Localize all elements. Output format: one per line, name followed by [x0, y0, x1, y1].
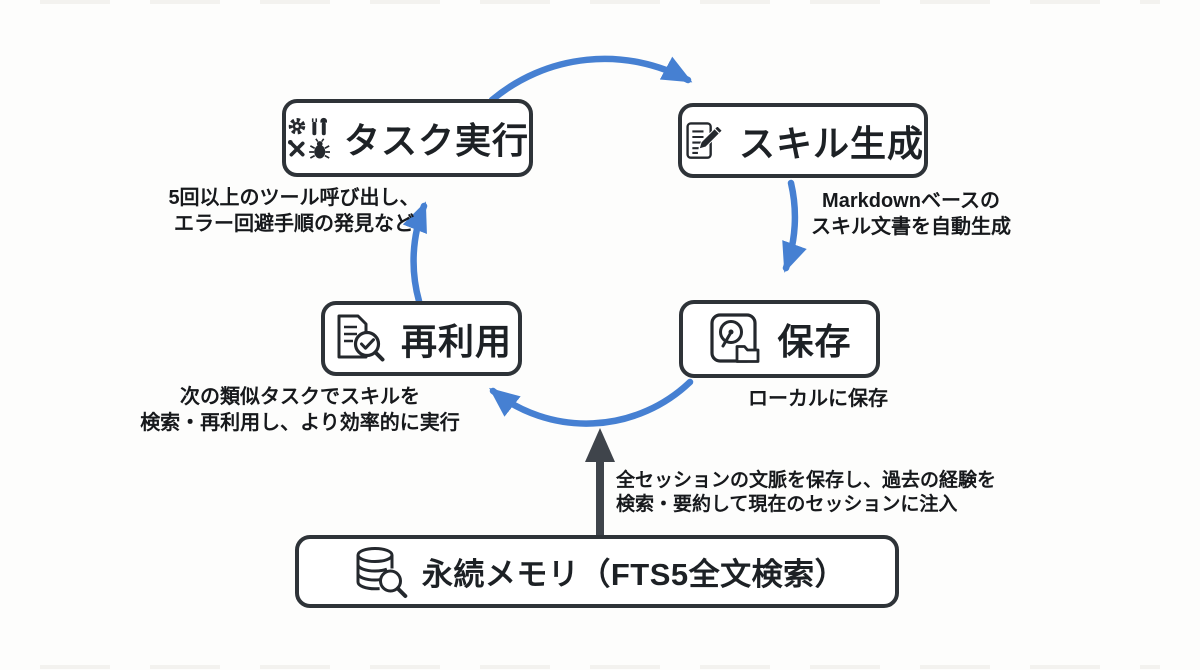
- caption-skill-line2: スキル文書を自動生成: [811, 215, 1011, 238]
- gear-icon: [288, 117, 306, 135]
- caption-save-line1: ローカルに保存: [748, 388, 888, 410]
- screwdriver-wrench-icon: [311, 117, 327, 136]
- document-search-check-icon: [337, 314, 385, 361]
- node-persistent-memory: 永続メモリ（FTS5全文検索）: [295, 535, 899, 608]
- cropped-content-bottom-edge: [40, 665, 1160, 669]
- database-search-icon: [356, 546, 408, 598]
- caption-memory-line1: 全セッションの文脈を保存し、過去の経験を: [616, 470, 997, 491]
- hard-drive-folder-icon: [710, 313, 760, 363]
- arc-task-to-skill-arrow: [488, 55, 693, 104]
- caption-persistent-memory: 全セッションの文脈を保存し、過去の経験を 検索・要約して現在のセッションに注入: [616, 469, 1016, 518]
- caption-skill-line1: Markdownベースの: [822, 190, 1000, 212]
- node-label-reuse: 再利用: [400, 320, 512, 362]
- node-label-persistent-memory: 永続メモリ（FTS5全文検索）: [421, 557, 847, 592]
- caption-reuse: 次の類似タスクでスキルを 検索・再利用し、より効率的に実行: [132, 385, 468, 436]
- caption-skill-generation: Markdownベースの スキル文書を自動生成: [798, 189, 1024, 240]
- node-save: 保存: [679, 300, 880, 378]
- crossed-tools-icon: [287, 139, 305, 157]
- node-task-execution: タスク実行: [282, 99, 533, 177]
- caption-task-line1: 5回以上のツール呼び出し、: [168, 187, 420, 209]
- caption-memory-line2: 検索・要約して現在のセッションに注入: [616, 494, 958, 516]
- caption-reuse-line1: 次の類似タスクでスキルを: [180, 386, 420, 408]
- node-skill-generation: スキル生成: [678, 103, 928, 178]
- caption-task-line2: エラー回避手順の発見など: [174, 212, 414, 235]
- node-label-skill-generation: スキル生成: [738, 122, 924, 164]
- arc-save-to-reuse-arrow: [489, 378, 694, 427]
- bug-icon: [309, 138, 330, 159]
- node-label-task-execution: タスク実行: [343, 120, 529, 161]
- arc-skill-to-save-arrow: [782, 179, 807, 273]
- memory-to-cycle-arrow: [585, 428, 615, 540]
- node-reuse: 再利用: [321, 301, 522, 376]
- arc-reuse-to-task-arrow: [402, 201, 428, 305]
- caption-task-execution: 5回以上のツール呼び出し、 エラー回避手順の発見など: [148, 186, 440, 237]
- caption-save: ローカルに保存: [700, 387, 936, 413]
- node-label-save: 保存: [777, 321, 852, 362]
- cropped-content-top-edge: [40, 0, 1160, 4]
- caption-reuse-line2: 検索・再利用し、より効率的に実行: [140, 411, 460, 434]
- tools-gear-bug-icon: [287, 117, 330, 159]
- memo-pencil-icon: [686, 121, 723, 159]
